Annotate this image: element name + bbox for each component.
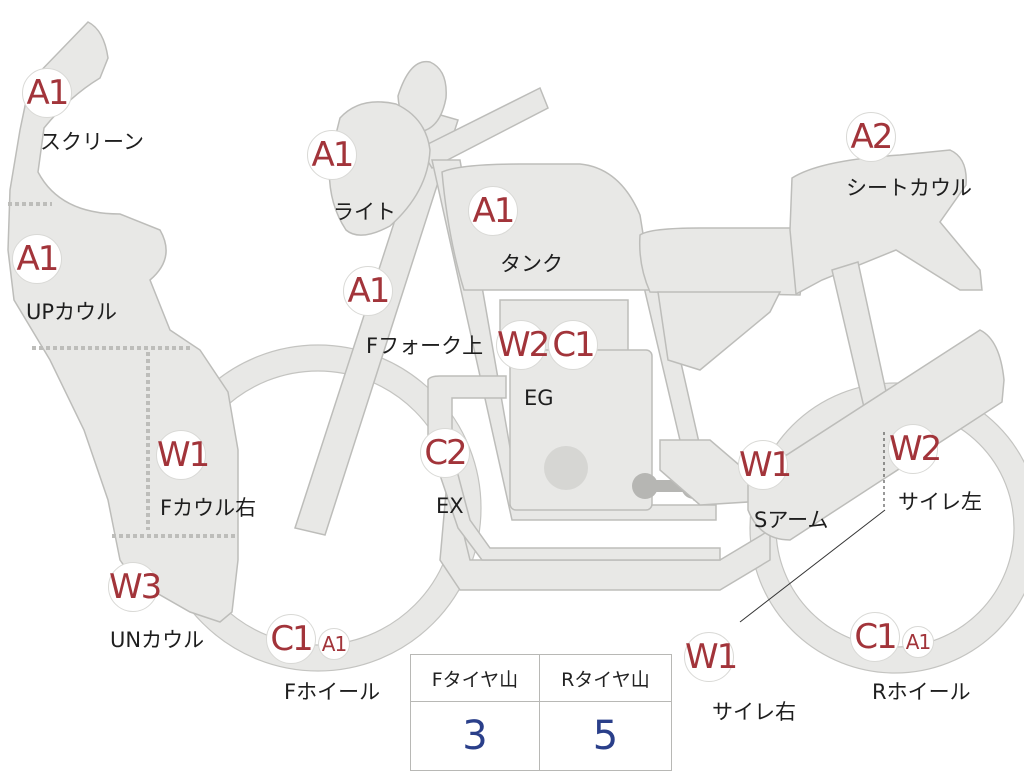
f-tire-value: 3 <box>410 701 540 771</box>
muffler-left-grade: W2 <box>888 424 942 474</box>
muffler-shape <box>747 329 1005 541</box>
front-fork-shape <box>294 111 459 536</box>
f-wheel-label: Fホイール <box>284 680 381 704</box>
headlight-shape <box>328 101 431 236</box>
tire-tread-table: Fタイヤ山 Rタイヤ山 3 5 <box>410 654 673 771</box>
seat-cowl-label: シートカウル <box>846 176 972 200</box>
under-cowl-grade: W3 <box>108 562 162 612</box>
r-tire-value: 5 <box>538 701 673 771</box>
light-grade: A1 <box>307 130 357 180</box>
r-wheel-label: Rホイール <box>872 680 971 704</box>
engine-label: EG <box>524 386 554 410</box>
exhaust-shape <box>427 375 721 561</box>
muffler-left-label: サイレ左 <box>898 490 982 514</box>
swing-arm-grade: W1 <box>738 440 792 490</box>
muffler-right-label: サイレ右 <box>712 700 796 724</box>
f-fork-upper-label: Fフォーク上 <box>366 334 484 358</box>
tank-grade: A1 <box>468 186 518 236</box>
tank-label: タンク <box>500 252 563 276</box>
f-wheel-grade-2: A1 <box>318 628 350 660</box>
muffler-right-grade: W1 <box>684 632 738 682</box>
screen-grade: A1 <box>22 68 72 118</box>
swing-arm-label: Sアーム <box>754 508 829 532</box>
f-wheel-grade-1: C1 <box>266 614 316 664</box>
f-cowl-right-label: Fカウル右 <box>160 496 257 520</box>
f-tire-header: Fタイヤ山 <box>410 654 540 702</box>
f-fork-upper-grade: A1 <box>343 266 393 316</box>
engine-grade-1: W2 <box>496 320 550 370</box>
light-label: ライト <box>333 200 396 224</box>
r-tire-header: Rタイヤ山 <box>538 654 673 702</box>
up-cowl-grade: A1 <box>12 234 62 284</box>
seat-shape <box>638 227 811 296</box>
exhaust-label: EX <box>436 494 464 518</box>
exhaust-grade: C2 <box>420 428 470 478</box>
seat-cowl-grade: A2 <box>846 112 896 162</box>
engine-grade-2: C1 <box>548 320 598 370</box>
r-wheel-grade-2: A1 <box>902 626 934 658</box>
f-cowl-right-grade: W1 <box>156 430 210 480</box>
r-wheel-grade-1: C1 <box>850 612 900 662</box>
under-cowl-label: UNカウル <box>110 628 205 652</box>
up-cowl-label: UPカウル <box>26 300 118 324</box>
screen-label: スクリーン <box>40 130 144 154</box>
frame-shape <box>431 159 717 521</box>
seat-cowl-shape <box>789 149 983 296</box>
